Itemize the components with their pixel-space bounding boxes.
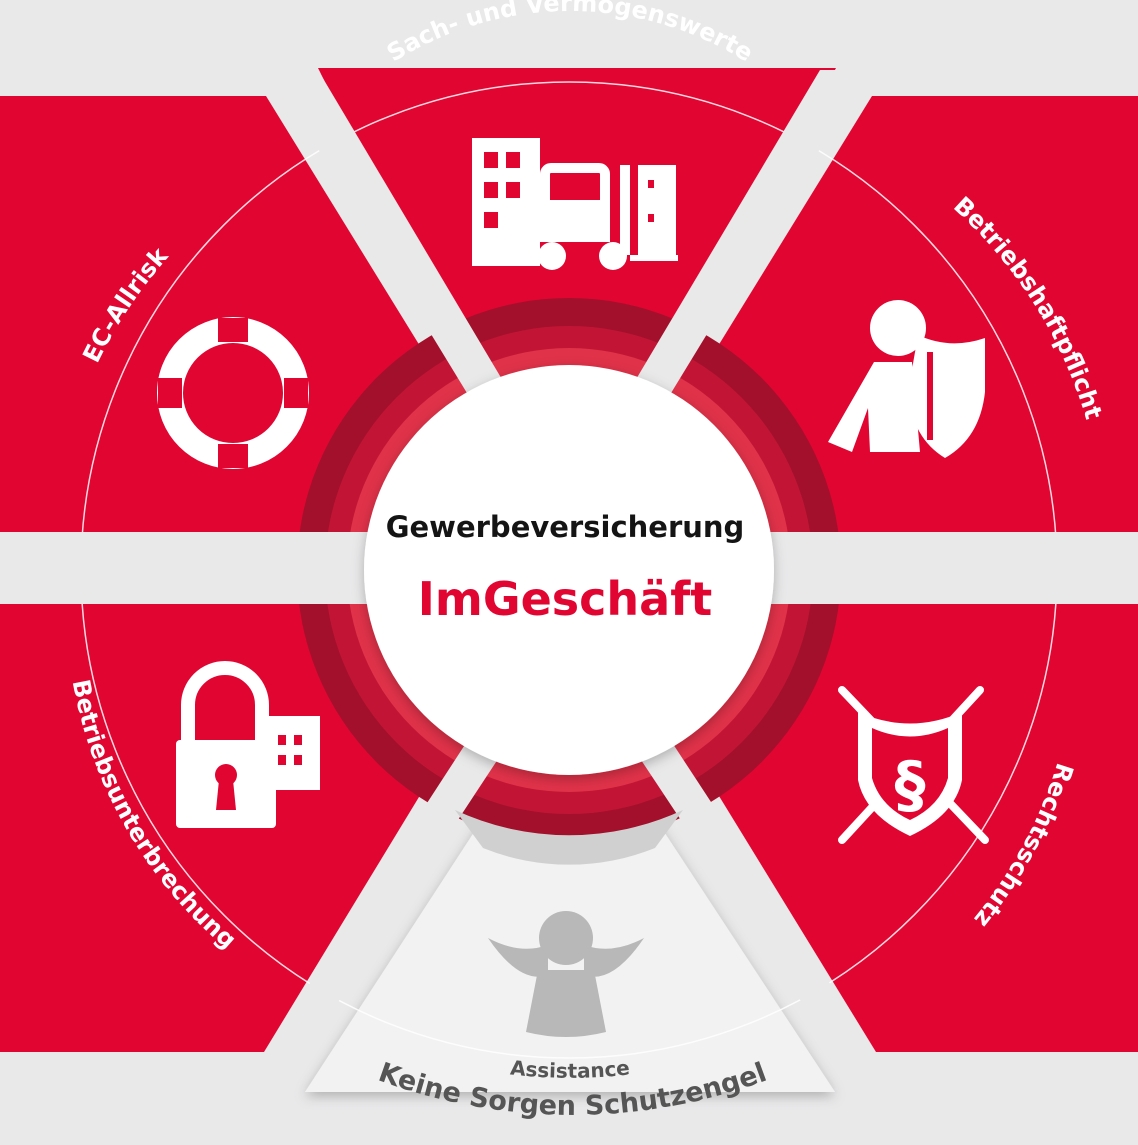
label-assistance: Assistance	[509, 1055, 631, 1082]
center-brand: ImGeschäft	[417, 572, 713, 626]
center-title: Gewerbeversicherung	[385, 510, 745, 544]
lifebuoy-icon	[157, 317, 309, 469]
paragraph-shield-swords-icon: §	[838, 686, 989, 844]
center-circle	[364, 365, 774, 775]
building-forklift-icon	[472, 138, 678, 270]
padlock-building-icon	[176, 661, 320, 828]
svg-text:§: §	[895, 748, 926, 821]
person-shield-icon	[828, 300, 985, 458]
segment-sach-vermoegenswerte[interactable]	[318, 68, 836, 450]
angel-icon	[488, 911, 644, 1037]
label-sach-vermoegenswerte: Sach- und Vermögenswerte	[382, 0, 758, 67]
assistance-inner-arc	[455, 810, 683, 865]
